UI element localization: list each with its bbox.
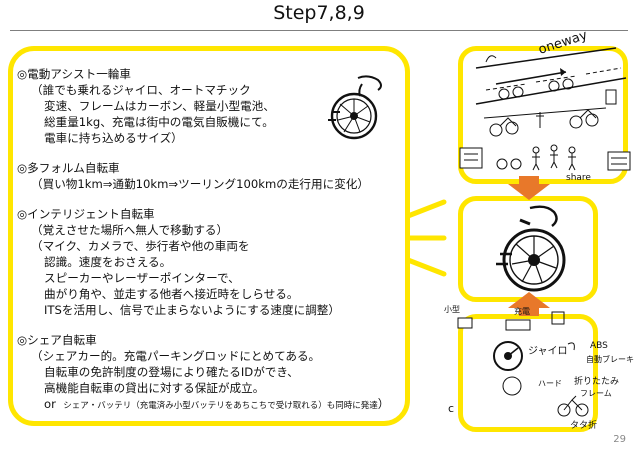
folding-label: タタ折: [570, 419, 597, 431]
section-line: 曲がり角や、並走する他者へ接近時をしらせる。: [44, 287, 299, 301]
hard-label: ハード: [538, 379, 562, 388]
city-scene-sketch: oneway share: [459, 30, 631, 183]
folding-frame-label: 折りたたみ: [574, 375, 619, 387]
panel-components: [458, 314, 598, 432]
components-sketch: 小型 充電 ジャイロ ABS 自動ブレーキ ハード 折りたたみ フレーム c タ…: [444, 305, 634, 431]
section-multiform-bicycle: ◎多フォルム自転車 （買い物1km⇒通勤10km⇒ツーリング100kmの走行用に…: [17, 160, 412, 192]
section-line: （マイク、カメラで、歩行者や他の車両を: [31, 239, 250, 253]
section-line: （覚えさせた場所へ無人で移動する）: [31, 223, 229, 237]
c-label: c: [448, 402, 454, 415]
bullet-list: ◎電動アシスト一輪車 （誰でも乗れるジャイロ、オートマチック 変速、フレームはカ…: [17, 66, 412, 428]
arrow-down-icon: [508, 176, 550, 200]
gyro-label: ジャイロ: [528, 346, 568, 357]
bubble-tail: [405, 199, 447, 277]
section-line: （買い物1km⇒通勤10km⇒ツーリング100kmの走行用に変化）: [31, 177, 369, 191]
section-line: （誰でも乗れるジャイロ、オートマチック: [31, 83, 251, 97]
section-footer-line: or シェア・バッテリ（充電済み小型バッテリをあちこちで受け取れる）も同時に発達…: [17, 396, 412, 414]
footer-note: シェア・バッテリ（充電済み小型バッテリをあちこちで受け取れる）も同時に発達: [63, 401, 378, 411]
abs-label: ABS: [590, 341, 608, 351]
slide-title: Step7,8,9: [273, 2, 365, 24]
footer-close: ）: [377, 397, 390, 411]
unicycle-large-icon: [496, 205, 566, 292]
footer-prefix: or: [44, 397, 56, 411]
section-line: 認識。速度をおさえる。: [44, 255, 172, 269]
small-note-label: 小型: [444, 305, 460, 314]
frame-label: フレーム: [580, 389, 612, 398]
section-intelligent-bicycle: ◎インテリジェント自転車 （覚えさせた場所へ無人で移動する） （マイク、カメラで…: [17, 206, 412, 318]
section-line: 高機能自転車の貸出に対する保証が成立。: [44, 381, 265, 395]
share-label: share: [566, 173, 591, 183]
section-heading: ◎電動アシスト一輪車: [17, 67, 131, 81]
auto-brake-label: 自動ブレーキ: [586, 354, 634, 364]
section-share-bicycle: ◎シェア自転車 （シェアカー的。充電パーキングロッドにとめてある。 自転車の免許…: [17, 332, 412, 414]
section-line: 変速、フレームはカーボン、軽量小型電池、: [44, 99, 275, 113]
battery-note-label: 充電: [514, 306, 530, 316]
section-line: 自転車の免許制度の登場により確たるIDができ、: [44, 365, 299, 379]
arrow-up-icon: [508, 292, 550, 316]
text-bubble: [8, 46, 410, 426]
section-line: スピーカーやレーザーポインターで、: [44, 271, 240, 285]
title-divider: [10, 30, 628, 31]
section-line: 電車に持ち込めるサイズ）: [44, 131, 183, 145]
section-line: （シェアカー的。充電パーキングロッドにとめてある。: [31, 349, 321, 363]
section-heading: ◎多フォルム自転車: [17, 161, 120, 175]
section-line: ITSを活用し、信号で止まらないようにする速度に調整）: [44, 303, 340, 317]
unicycle-sketch-icon: [328, 75, 382, 140]
page-number: 29: [613, 434, 626, 445]
panel-city-scene: [458, 46, 628, 184]
section-line: 総重量1kg、充電は街中の電気自販機にて。: [44, 115, 274, 129]
section-heading: ◎インテリジェント自転車: [17, 207, 155, 221]
section-assist-unicycle: ◎電動アシスト一輪車 （誰でも乗れるジャイロ、オートマチック 変速、フレームはカ…: [17, 66, 412, 146]
section-heading: ◎シェア自転車: [17, 333, 97, 347]
